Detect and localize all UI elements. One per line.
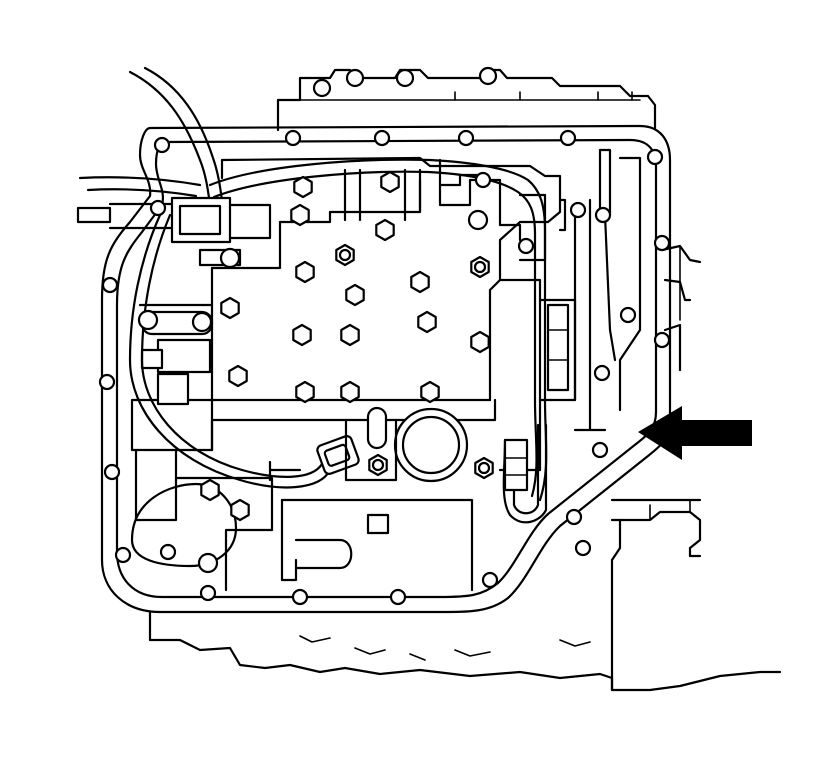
gasket-hole xyxy=(345,68,365,88)
bolt-center xyxy=(473,260,487,274)
gasket-hole xyxy=(219,247,241,269)
transmission-case xyxy=(76,66,782,692)
filter-port xyxy=(344,406,469,483)
hex-bolt xyxy=(230,498,250,522)
wire-harness xyxy=(128,158,548,502)
gasket-hole xyxy=(103,463,121,481)
hex-bolt xyxy=(228,364,248,388)
hex-bolt xyxy=(293,175,313,199)
gasket-hole xyxy=(284,129,302,147)
gasket-hole xyxy=(467,209,489,231)
gasket-hole xyxy=(373,129,391,147)
hex-bolt xyxy=(345,283,365,307)
gasket-hole xyxy=(153,136,171,154)
gasket-hole xyxy=(474,171,492,189)
gasket-hole xyxy=(199,584,217,602)
gasket-hole xyxy=(114,546,132,564)
gasket-hole xyxy=(646,148,664,166)
gasket-hole xyxy=(653,234,671,252)
gasket-hole xyxy=(197,552,219,574)
gasket-hole xyxy=(159,543,177,561)
hex-bolt xyxy=(292,323,312,347)
hex-bolt xyxy=(200,478,220,502)
gasket-hole xyxy=(291,588,309,606)
hex-bolt xyxy=(410,270,430,294)
gasket-hole xyxy=(98,373,116,391)
gasket-hole xyxy=(481,571,499,589)
gasket-holes xyxy=(98,66,671,606)
bolt-center xyxy=(338,248,352,262)
gasket-hole xyxy=(565,508,583,526)
hex-bolt xyxy=(340,380,360,404)
gasket-hole xyxy=(574,539,592,557)
bolt-center xyxy=(477,461,491,475)
gasket-hole xyxy=(389,588,407,606)
hex-bolt xyxy=(295,260,315,284)
gasket-hole xyxy=(593,364,611,382)
hex-bolt xyxy=(295,380,315,404)
hex-bolt xyxy=(380,170,400,194)
hex-bolt xyxy=(290,203,310,227)
gasket-hole xyxy=(559,129,577,147)
gasket-hole xyxy=(149,199,167,217)
hex-bolt xyxy=(220,296,240,320)
bolt-center xyxy=(371,458,385,472)
gasket-hole xyxy=(101,276,119,294)
valve-body xyxy=(130,148,642,592)
gasket-hole xyxy=(478,66,498,86)
gasket-hole xyxy=(591,441,609,459)
gasket-hole xyxy=(457,129,475,147)
gasket-hole xyxy=(517,237,535,255)
hex-bolts xyxy=(200,170,494,522)
gasket-hole xyxy=(312,78,332,98)
gasket-hole xyxy=(594,206,612,224)
gasket-hole xyxy=(653,331,671,349)
hex-bolt xyxy=(420,380,440,404)
hex-bolt xyxy=(417,310,437,334)
gasket-hole xyxy=(395,68,415,88)
gasket-hole xyxy=(569,201,587,219)
hex-bolt xyxy=(340,323,360,347)
gasket-hole xyxy=(191,311,213,333)
sensor-connector xyxy=(268,435,360,482)
gasket-hole xyxy=(137,309,159,331)
gasket-hole xyxy=(619,306,637,324)
hex-bolt xyxy=(375,218,395,242)
hex-bolt xyxy=(470,330,490,354)
arrow-left-icon xyxy=(638,406,752,460)
